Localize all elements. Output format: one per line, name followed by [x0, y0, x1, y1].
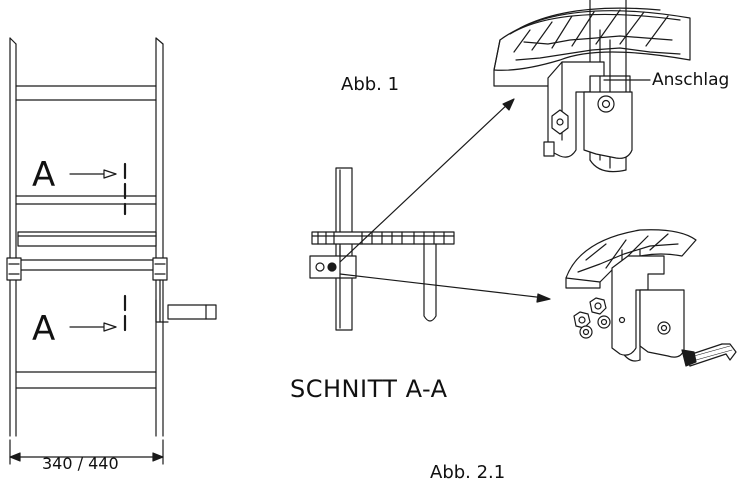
section-title: SCHNITT A-A [290, 375, 448, 403]
detail-figure-1 [493, 0, 691, 173]
detail-figure-2-1 [565, 229, 737, 367]
figure-1-label: Abb. 1 [341, 74, 400, 95]
section-a-a-view [309, 98, 551, 331]
figure-2-1-label: Abb. 2.1 [430, 462, 506, 483]
section-mark-a-bottom: A [32, 309, 56, 349]
dimension-label: 340 / 440 [42, 454, 119, 473]
stop-label: Anschlag [652, 70, 730, 90]
ladder-front-view [6, 37, 217, 465]
section-mark-a-top: A [32, 155, 56, 195]
